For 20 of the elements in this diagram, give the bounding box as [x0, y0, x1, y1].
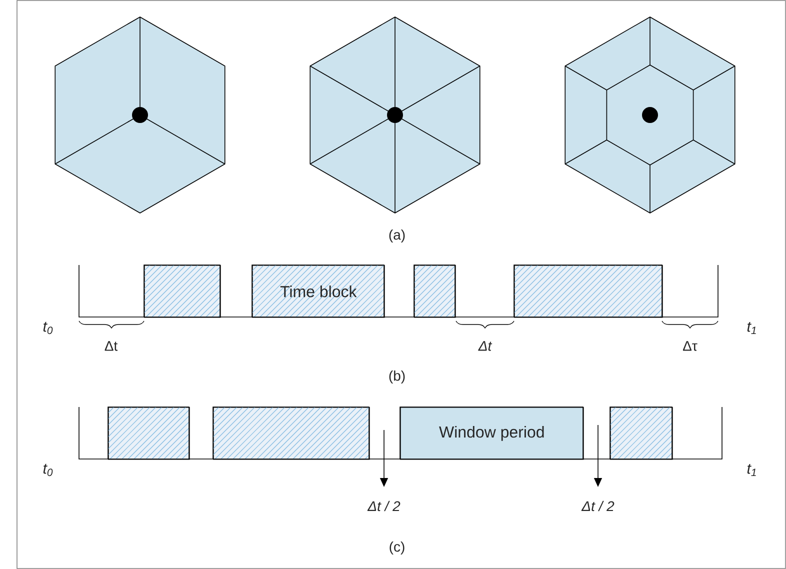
caption: (a): [389, 229, 405, 243]
interval-label: Δt / 2: [581, 500, 614, 512]
time-block: [144, 264, 221, 318]
interval-label: Δt / 2: [367, 500, 400, 512]
time-label: t$_{0}$: [43, 464, 53, 476]
time-block: [108, 406, 190, 460]
interval-label: Δt: [104, 341, 118, 351]
time-block: [610, 406, 673, 460]
time-block: [514, 264, 663, 318]
interval-label: Δt: [478, 341, 492, 351]
caption: (c): [390, 541, 404, 555]
time-label: t$_{1}$: [747, 464, 756, 476]
interval-label: Δτ: [682, 341, 698, 351]
time-block: [414, 264, 456, 318]
time-block: [212, 406, 370, 460]
time-label: t$_{0}$: [43, 322, 53, 334]
window-block: Window period: [400, 406, 584, 460]
time-block: Time block: [252, 264, 385, 318]
caption: (b): [389, 370, 405, 384]
time-label: t$_{1}$: [747, 322, 756, 334]
